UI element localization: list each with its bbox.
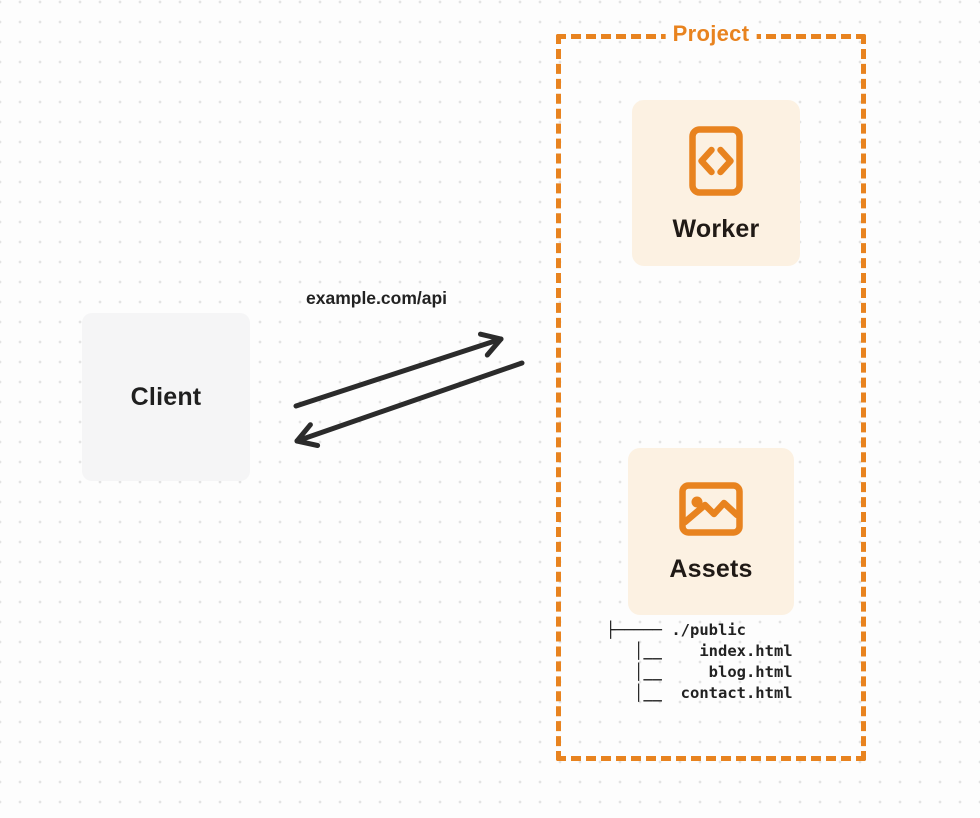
public-file-tree: ├───── ./public │__ index.html │__ blog.…: [606, 620, 793, 704]
request-url-label: example.com/api: [306, 288, 448, 308]
code-document-icon: [689, 126, 743, 201]
tree-line-index: │__ index.html: [606, 642, 793, 660]
worker-node: Worker: [632, 100, 800, 266]
project-label: Project: [665, 21, 757, 47]
response-arrow: [294, 360, 525, 448]
assets-label: Assets: [669, 555, 753, 583]
request-arrow: [293, 331, 504, 409]
client-label: Client: [130, 382, 202, 411]
image-icon: [679, 482, 743, 541]
client-node: Client: [82, 313, 250, 481]
tree-line-contact: │__ contact.html: [606, 684, 793, 702]
tree-line-blog: │__ blog.html: [606, 663, 793, 681]
tree-line-public: ├───── ./public: [606, 621, 746, 639]
assets-node: Assets: [628, 448, 794, 615]
worker-label: Worker: [672, 215, 760, 243]
project-container: Project: [556, 21, 866, 761]
